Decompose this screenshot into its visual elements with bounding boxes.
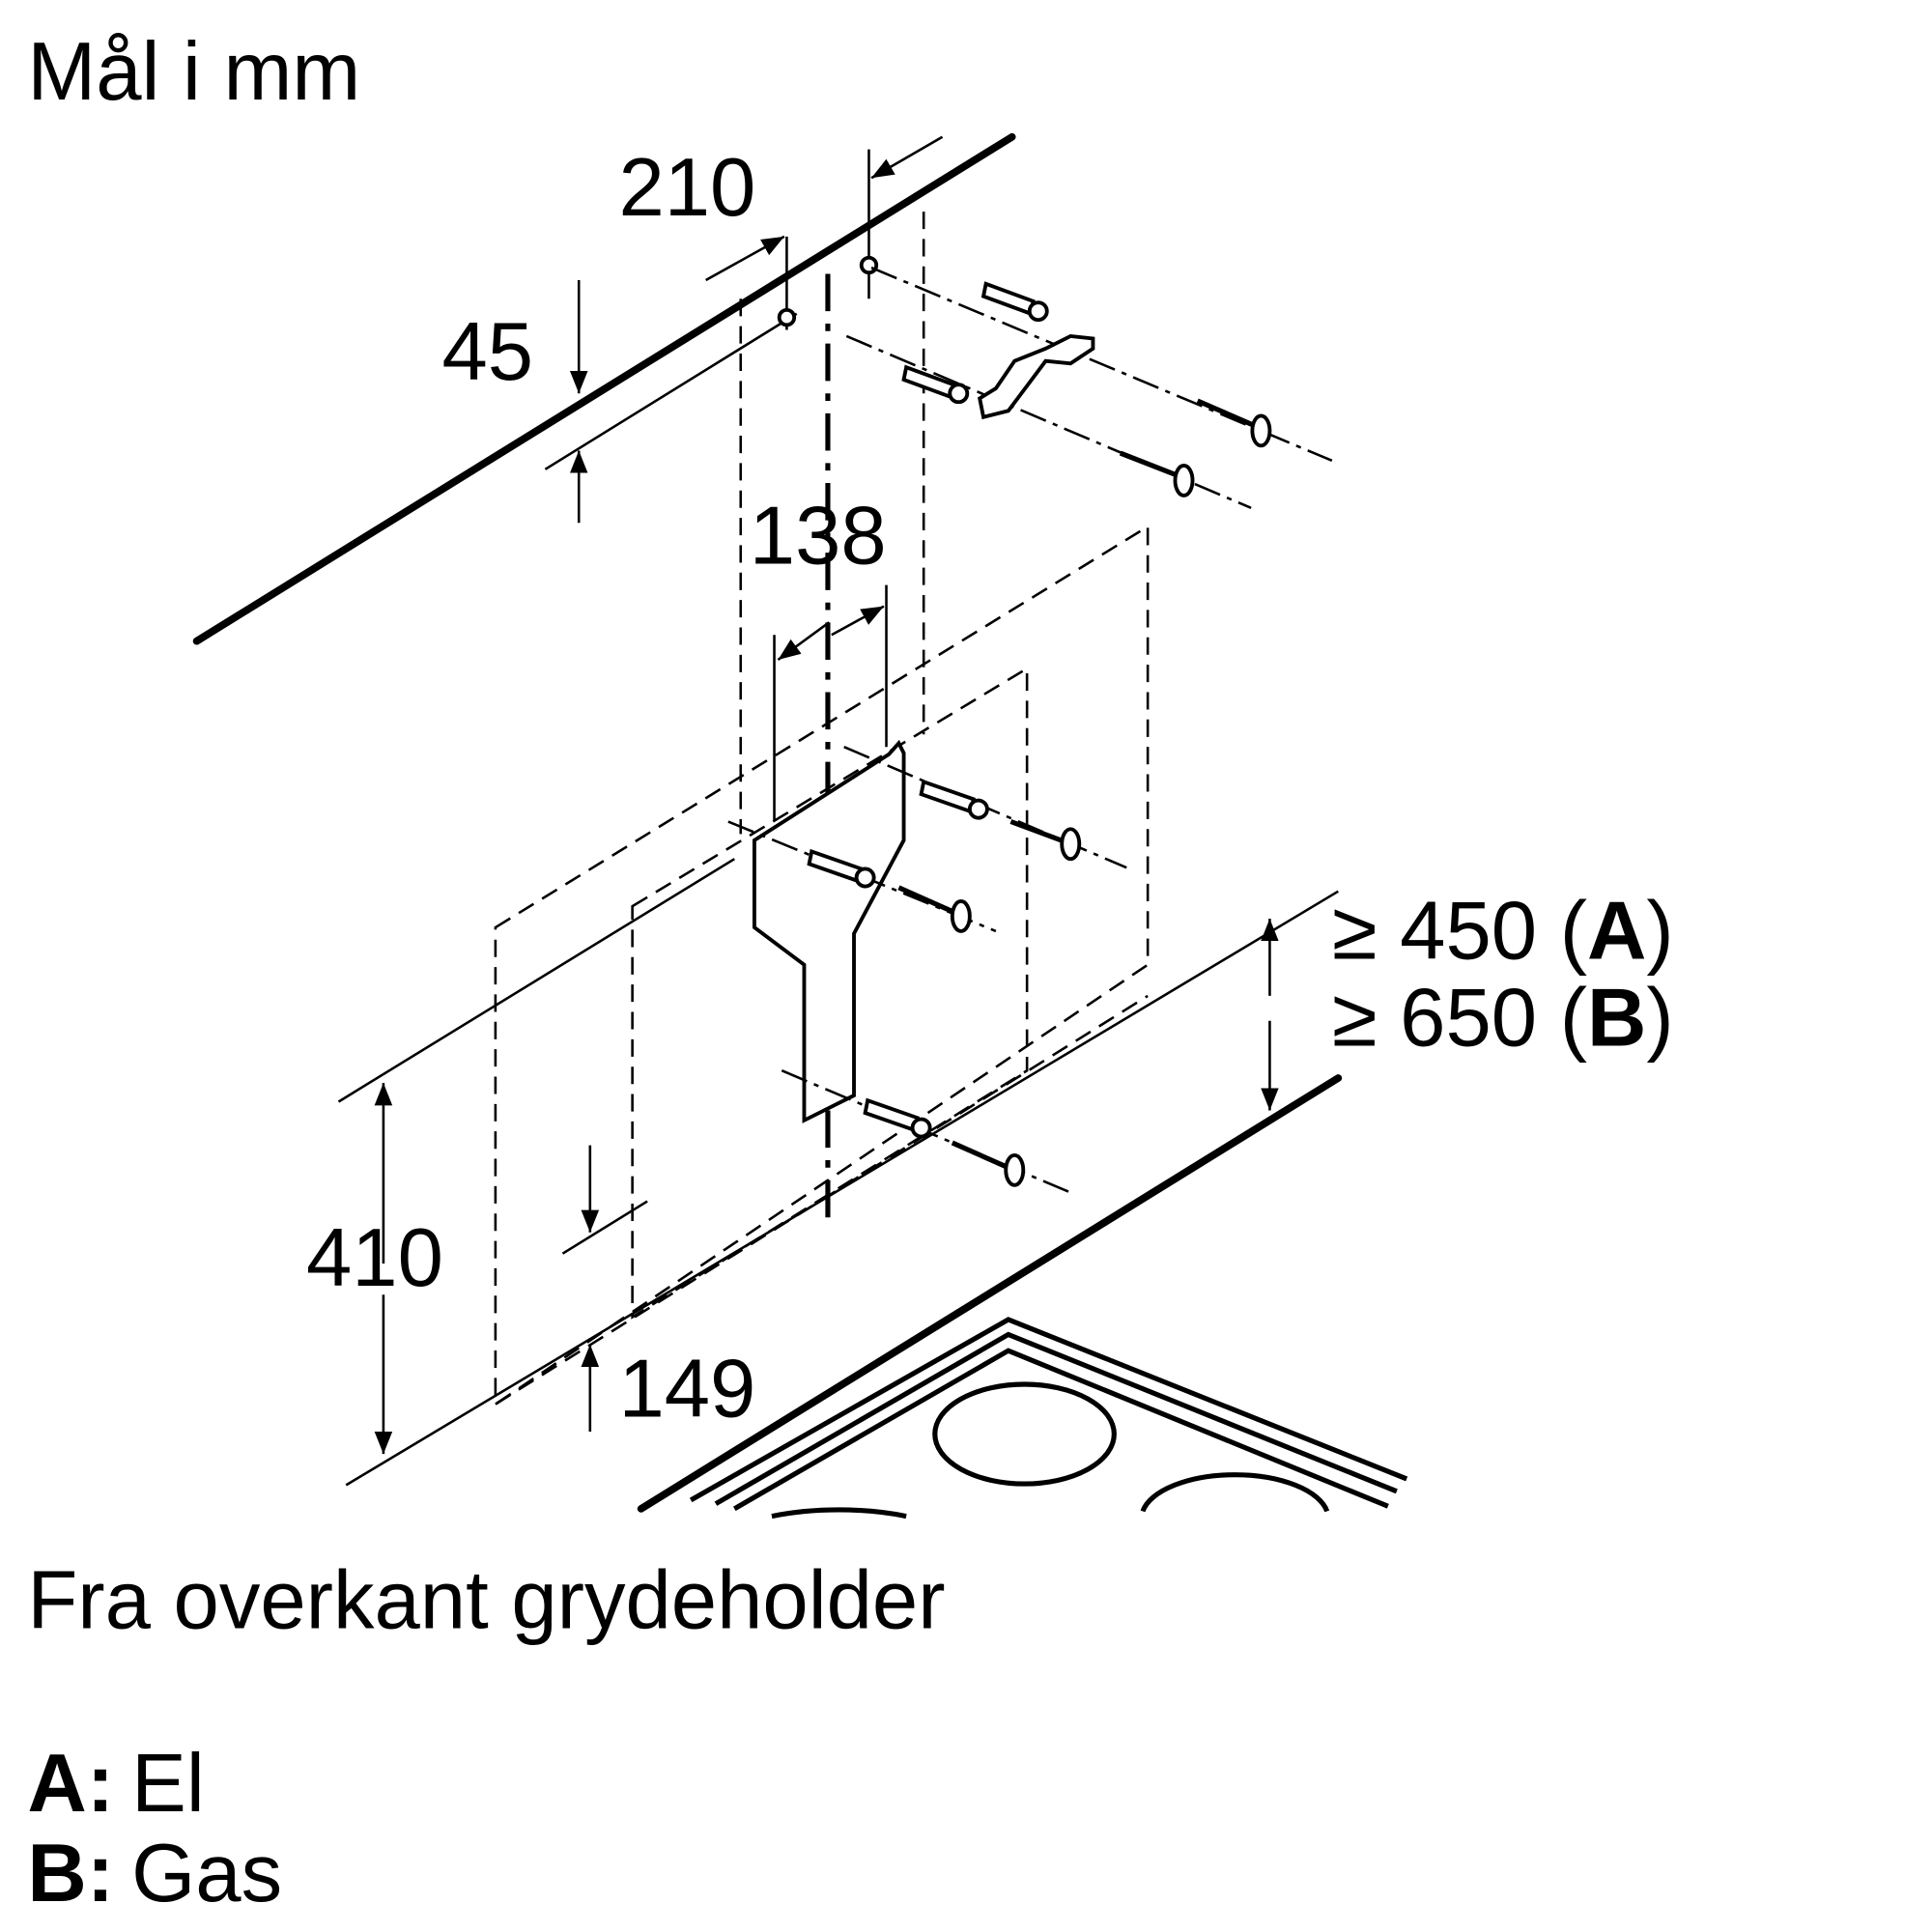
dim-210-arrow-right [870,135,944,180]
dim-210: 210 [618,142,755,234]
screw-icon [951,1140,1026,1187]
legend-a: A:El [27,1738,204,1830]
dim-138-arrow-right [831,605,885,637]
screw-icon [1196,398,1272,448]
min-height-el: ≥ 450 (A) [1332,885,1674,977]
dim-45: 45 [441,306,533,398]
ext-line [561,1200,648,1255]
top-bracket [978,333,1095,420]
screw-icon [1009,819,1082,862]
ext-line [337,858,735,1103]
dim-149: 149 [618,1343,755,1435]
ceiling-line [192,132,1016,645]
wall-plug-icon [901,364,970,405]
wall-plug-icon [807,848,876,889]
dim-138: 138 [750,491,887,582]
screw-icon [897,885,972,933]
wall-plug-icon [863,1097,932,1139]
drill-hole-icon [859,255,879,275]
drill-hole-icon [777,307,797,327]
title: Mål i mm [27,26,360,118]
screw-icon [1119,450,1195,497]
burner-icon [932,1381,1117,1487]
dim-138-arrow-left [777,621,831,662]
legend-b: B:Gas [27,1828,282,1919]
wall-bracket [752,739,906,1123]
hob-edge [637,1074,1343,1513]
min-height-gas: ≥ 650 (B) [1332,972,1674,1064]
wall-plug-icon [919,779,989,820]
ext-line [345,890,1339,1487]
caption: Fra overkant grydeholder [27,1555,945,1647]
burner-icon [771,1507,907,1520]
cooktop [689,1317,1408,1520]
ext-line [544,312,798,470]
dim-410: 410 [306,1212,443,1304]
burner-icon [1140,1472,1330,1513]
dim-210-arrow-left [705,235,785,282]
wall-plug-icon [980,281,1049,323]
hood-outline-back [494,524,1150,1407]
